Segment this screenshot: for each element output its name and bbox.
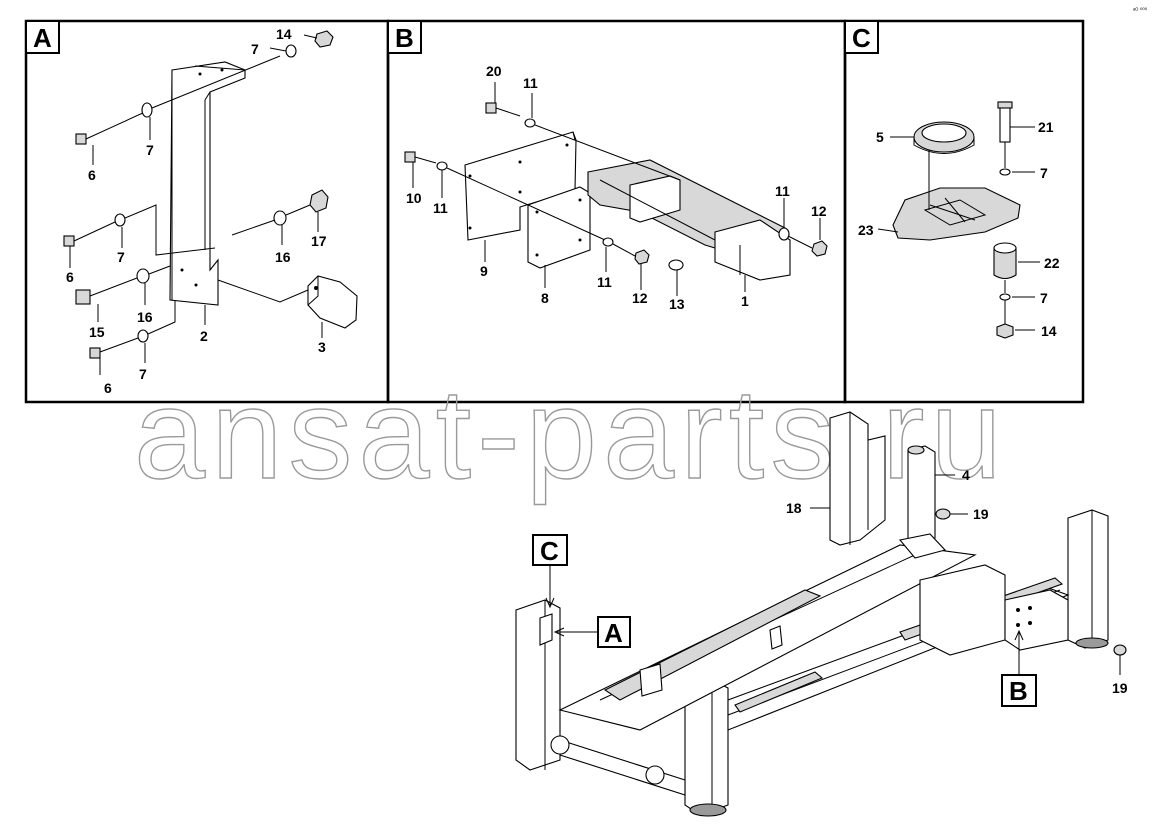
panel-c-frame: [843, 19, 1085, 404]
panel-c-letter-box: [844, 20, 879, 54]
corner-code: ᵃᴼ ⁰⁰⁰: [1133, 7, 1148, 14]
washer-11-top: [524, 118, 536, 128]
bracket-part-18: [829, 411, 886, 546]
nut-14-top: [314, 30, 334, 48]
washer-16-right: [273, 210, 287, 226]
callout-a-15: 15: [89, 324, 105, 340]
washer-19-right: [1113, 644, 1127, 656]
callout-a-7-top: 7: [251, 41, 259, 57]
callout-b-9: 9: [480, 263, 488, 279]
rear-right-column: [1067, 509, 1109, 649]
callout-c-7-top: 7: [1040, 165, 1048, 181]
callout-b-8: 8: [541, 290, 549, 306]
callout-c-5: 5: [876, 129, 884, 145]
main-badge-a: A: [604, 618, 623, 648]
callout-b-11-right: 11: [775, 183, 790, 199]
bracket-part-2: [169, 61, 246, 306]
panel-c-letter: C: [852, 23, 871, 53]
callout-c-21: 21: [1038, 119, 1054, 135]
upright-part-4: [907, 445, 936, 546]
washer-7-top: [141, 102, 153, 118]
callout-b-11-mid: 11: [597, 274, 612, 290]
panel-a-letter: A: [33, 23, 52, 53]
callout-b-20: 20: [486, 63, 502, 79]
callout-b-1: 1: [741, 293, 749, 309]
washer-11-left: [436, 161, 448, 171]
bolt-6-top: [75, 133, 87, 145]
slide-rail-mid: [734, 671, 824, 713]
callout-a-16-bottom: 16: [137, 309, 153, 325]
bolt-6-mid: [63, 235, 75, 247]
bolt-20: [485, 102, 497, 114]
callout-m-4: 4: [962, 467, 970, 483]
main-badge-c-box: [532, 534, 568, 566]
washer-19-top: [935, 508, 951, 520]
callout-a-7-left: 7: [117, 249, 125, 265]
main-badge-a-box: [597, 616, 631, 648]
callout-b-11-left: 11: [433, 200, 448, 216]
callout-a-6-bottom: 6: [104, 380, 112, 396]
guard-part-3: [307, 275, 358, 329]
washer-13: [668, 259, 684, 271]
callout-a-2: 2: [200, 328, 208, 344]
plate-part-8: [527, 186, 591, 269]
callout-a-6-top: 6: [88, 167, 96, 183]
panel-a-letter-box: [25, 20, 60, 54]
bolt-10: [404, 151, 416, 163]
main-badge-b-box: [1001, 674, 1037, 707]
nut-17: [309, 189, 329, 213]
callout-a-7-bottom: 7: [139, 366, 147, 382]
callout-m-18: 18: [786, 500, 802, 516]
callout-c-14: 14: [1041, 323, 1057, 339]
nut-14-c: [996, 323, 1014, 339]
callout-a-6-mid: 6: [66, 269, 74, 285]
nut-12-mid: [634, 249, 650, 265]
panel-b-frame: [386, 19, 847, 404]
washer-11-mid: [602, 237, 614, 247]
nut-12-right: [811, 240, 828, 257]
callout-m-19-top: 19: [973, 506, 989, 522]
callout-a-16-right: 16: [275, 249, 291, 265]
callout-c-7-bottom: 7: [1040, 290, 1048, 306]
bolt-15: [75, 289, 91, 305]
callout-a-7-mid: 7: [146, 142, 154, 158]
washer-7-bottom-c: [999, 293, 1011, 301]
panel-b-letter: B: [395, 23, 414, 53]
callout-c-23: 23: [858, 222, 874, 238]
washer-7-bottom: [137, 329, 149, 343]
callout-b-12-right: 12: [811, 203, 827, 219]
callout-m-19-right: 19: [1112, 680, 1128, 696]
callout-a-17: 17: [311, 233, 327, 249]
callout-a-14: 14: [276, 26, 292, 42]
main-assembly-drawing: 18 4 19: [515, 411, 1128, 817]
main-badge-c: C: [540, 536, 559, 566]
washer-16-bottom: [136, 268, 150, 284]
callout-b-12-mid: 12: [632, 290, 648, 306]
washer-7-mid: [114, 213, 126, 227]
panel-a-drawing: 14 7 7 6 17 16 6 7 15 16 2 3 6 7: [63, 26, 358, 396]
callout-b-11-top: 11: [523, 75, 538, 91]
washer-11-right: [778, 227, 790, 241]
washer-7-upper: [285, 44, 297, 58]
callout-b-13: 13: [669, 296, 685, 312]
panel-b-letter-box: [387, 20, 422, 54]
tank-box: [919, 564, 1006, 656]
callout-b-10: 10: [406, 190, 422, 206]
washer-7-top-c: [999, 168, 1011, 176]
panel-c-drawing: 5 21 7 23 22 7 14: [858, 101, 1060, 339]
main-badge-b: B: [1009, 676, 1028, 706]
cross-member-front: [559, 739, 686, 796]
callout-a-3: 3: [318, 339, 326, 355]
panel-b-drawing: 20 11 10 11 9 8 11 12 13 1 11 12: [404, 63, 828, 312]
detail-panels: A B C: [24, 19, 1085, 404]
bolt-6-bottom: [89, 347, 101, 359]
callout-c-22: 22: [1044, 255, 1060, 271]
